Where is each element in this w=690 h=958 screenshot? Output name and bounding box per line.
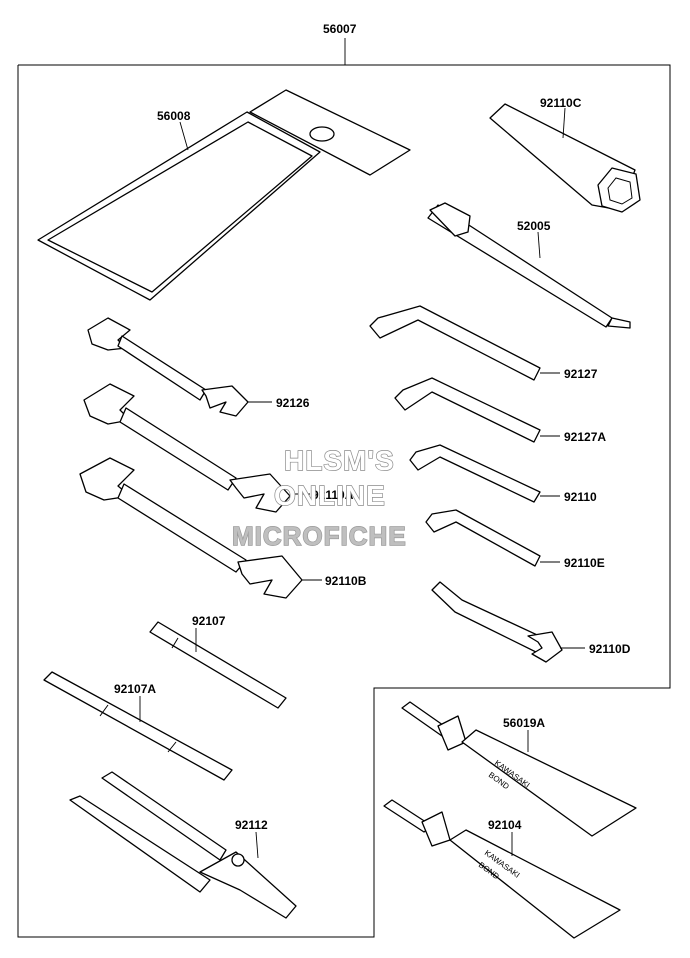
label-92110B: 92110B (325, 574, 367, 588)
hex-wrench-92127A (394, 377, 560, 443)
watermark-line2: ONLINE (274, 480, 386, 511)
wrench-92126 (87, 317, 272, 417)
label-92104: 92104 (488, 818, 522, 832)
bond-tube-92104: KAWASAKI BOND (383, 799, 621, 939)
watermark-line1: HLSM'S (284, 445, 395, 476)
hex-wrench-92110 (409, 444, 560, 503)
spoke-wrench-92110D (431, 581, 585, 663)
label-92112: 92112 (235, 818, 268, 832)
label-92107A: 92107A (114, 682, 156, 696)
hex-wrench-92127 (369, 305, 560, 381)
label-92110A: 92110A (312, 488, 354, 502)
hex-wrench-92110E (425, 509, 560, 567)
screwdriver-92107A (43, 671, 233, 781)
label-92110C: 92110C (540, 96, 582, 110)
watermark: HLSM'S ONLINE MICROFICHE (231, 444, 407, 551)
wrench-92110B (79, 457, 322, 599)
label-52005: 52005 (517, 219, 551, 233)
kit-frame (17, 38, 671, 938)
tool-bag-56008 (37, 89, 411, 301)
handle-52005 (427, 202, 631, 329)
label-92107: 92107 (192, 614, 226, 628)
label-92126: 92126 (276, 396, 310, 410)
pliers-92112 (69, 771, 297, 919)
label-92110D: 92110D (589, 642, 631, 656)
label-56008: 56008 (157, 109, 191, 123)
screwdriver-92107 (149, 621, 287, 709)
label-56007: 56007 (323, 22, 357, 36)
wrench-92110A (83, 383, 310, 513)
label-92127A: 92127A (564, 430, 606, 444)
label-92110: 92110 (564, 490, 597, 504)
label-92110E: 92110E (564, 556, 605, 570)
plug-wrench-92110C (489, 103, 641, 213)
watermark-line3: MICROFICHE (232, 521, 407, 551)
label-92127: 92127 (564, 367, 598, 381)
label-56019A: 56019A (503, 716, 545, 730)
